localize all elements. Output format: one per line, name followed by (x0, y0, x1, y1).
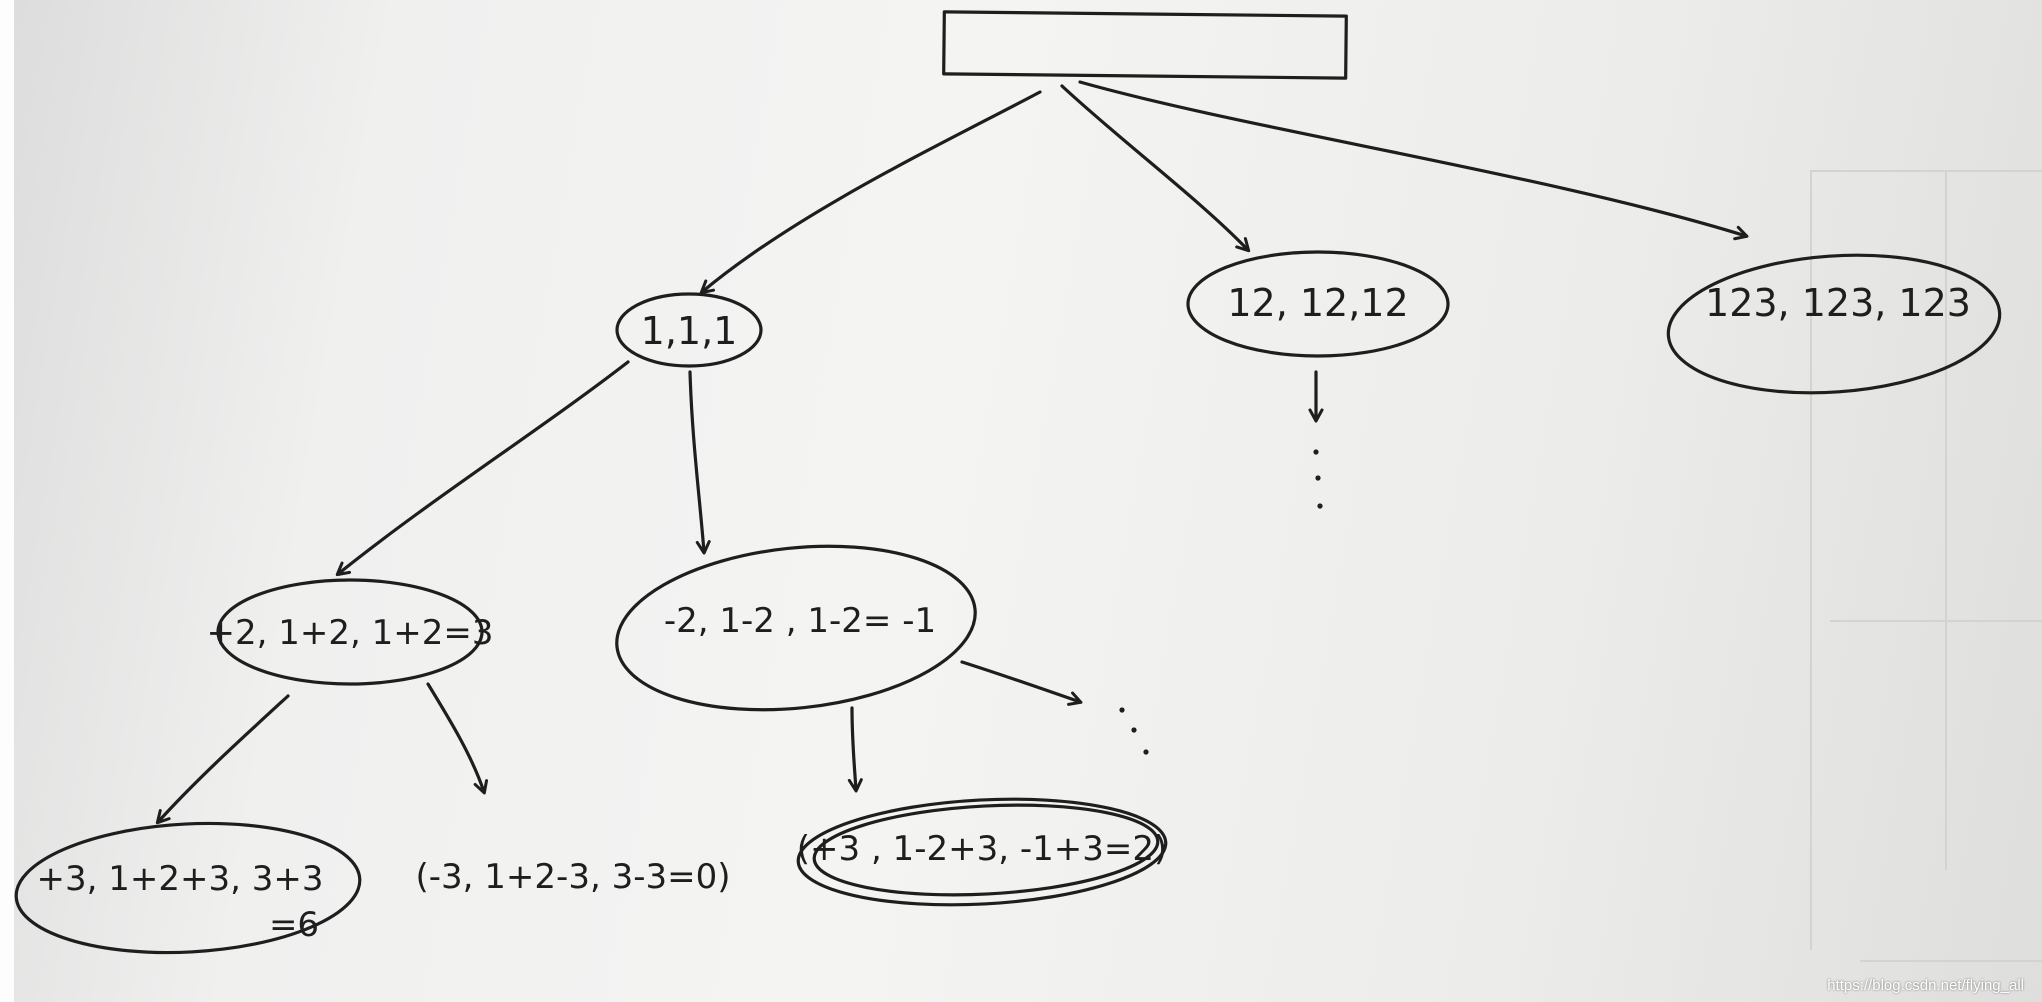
ellipsis-under-12 (1313, 449, 1323, 509)
paper-edge (0, 0, 14, 1002)
ghost-table-line (1810, 170, 2042, 172)
node-12: 12, 12,12 (1186, 250, 1450, 358)
node-1-1-1-label: 1,1,1 (641, 309, 738, 353)
node-plus3-b: (+3 , 1-2+3, -1+3=2) (796, 797, 1168, 907)
edge-minus2-to-plus3 (847, 706, 863, 793)
edge-plus2-to-minus3 (426, 682, 489, 795)
edge-plus2-to-plus3 (155, 694, 290, 825)
ghost-table-line (1810, 170, 1812, 950)
node-1-1-1: 1,1,1 (615, 292, 763, 368)
edge-root-to-12 (1060, 84, 1251, 253)
node-12-label: 12, 12,12 (1227, 281, 1408, 325)
edge-111-to-minus2 (688, 370, 711, 555)
edge-root-to-111 (699, 90, 1042, 295)
node-plus3-b-label: (+3 , 1-2+3, -1+3=2) (797, 829, 1167, 869)
node-plus3-a-result: =6 (269, 905, 319, 945)
edge-root-to-123 (1078, 80, 1749, 241)
ellipsis-right-of-minus2 (1119, 707, 1149, 755)
ghost-table-line (1830, 620, 2042, 622)
node-123-label: 123, 123, 123 (1705, 281, 1971, 325)
edge-minus2-continue (960, 660, 1083, 706)
node-plus2-label: +2, 1+2, 1+2=3 (207, 613, 494, 653)
node-123: 123, 123, 123 (1666, 253, 2002, 395)
node-plus2: +2, 1+2, 1+2=3 (207, 578, 494, 686)
ghost-table-line (1945, 170, 1947, 870)
node-minus3: (-3, 1+2-3, 3-3=0) (416, 857, 731, 897)
node-plus3-a-label: +3, 1+2+3, 3+3 (37, 859, 324, 899)
watermark: https://blog.csdn.net/flying_all (1827, 977, 2024, 994)
root-node (942, 10, 1348, 80)
edge-111-to-plus2 (335, 360, 630, 577)
node-minus2: -2, 1-2 , 1-2= -1 (615, 544, 977, 712)
node-plus3-a: +3, 1+2+3, 3+3 =6 (14, 821, 362, 955)
ghost-table-line (1860, 960, 2042, 962)
node-minus2-label: -2, 1-2 , 1-2= -1 (664, 601, 936, 641)
node-minus3-label: (-3, 1+2-3, 3-3=0) (416, 857, 731, 897)
